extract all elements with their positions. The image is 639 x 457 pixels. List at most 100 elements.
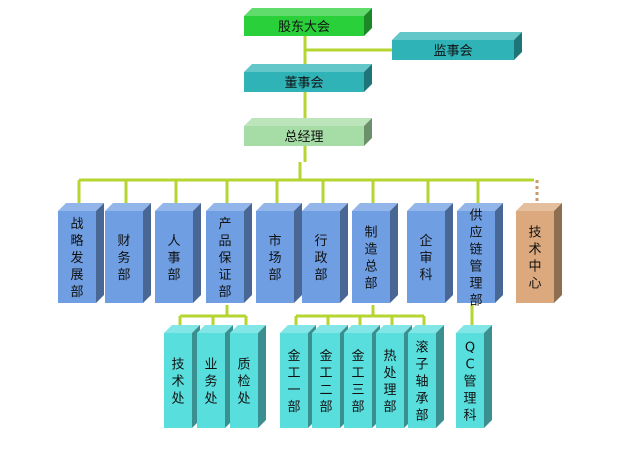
box-side-face <box>340 203 348 303</box>
box-label: 供应链管理部 <box>469 209 482 309</box>
box-label: 董事会 <box>284 76 323 91</box>
box-front-face <box>230 333 258 428</box>
box-side-face <box>436 325 444 428</box>
box-label: 监事会 <box>433 44 472 59</box>
box-front-face <box>344 333 372 428</box>
box-side-face <box>484 325 492 428</box>
subunit-roller: 滚子轴承部 <box>408 325 444 428</box>
box-front-face <box>105 211 143 303</box>
box-top-face <box>155 203 201 211</box>
box-side-face <box>193 203 201 303</box>
box-front-face <box>280 333 308 428</box>
box-label: 市场部 <box>268 233 281 283</box>
box-label: 技术处 <box>171 358 184 407</box>
department-mfg: 制造总部 <box>352 203 398 303</box>
box-label: 质检处 <box>237 358 250 407</box>
box-top-face <box>352 203 398 211</box>
box-side-face <box>364 64 372 92</box>
box-top-face <box>197 325 233 333</box>
box-label: 总经理 <box>284 130 323 145</box>
department-hr: 人事部 <box>155 203 201 303</box>
box-side-face <box>294 203 302 303</box>
box-front-face <box>244 126 364 146</box>
box-front-face <box>244 72 364 92</box>
subunit-heat: 热处理部 <box>376 325 412 428</box>
box-front-face <box>456 333 484 428</box>
box-side-face <box>514 32 522 60</box>
box-label: 制造总部 <box>364 226 377 292</box>
box-label: 热处理部 <box>383 349 396 415</box>
box-label: 产品保证部 <box>218 217 231 300</box>
box-label: 金工三部 <box>351 348 364 415</box>
box-side-face <box>445 203 453 303</box>
box-side-face <box>495 203 503 303</box>
box-top-face <box>312 325 348 333</box>
box-top-face <box>206 203 252 211</box>
box-label: 金工一部 <box>287 348 300 415</box>
box-front-face <box>155 211 193 303</box>
box-front-face <box>392 40 514 60</box>
department-scm: 供应链管理部 <box>457 203 503 309</box>
box-top-face <box>408 325 444 333</box>
box-top-face <box>516 203 562 211</box>
box-front-face <box>164 333 192 428</box>
box-front-face <box>408 333 436 428</box>
department-admin: 行政部 <box>302 203 348 303</box>
box-label: 滚子轴承部 <box>415 340 428 424</box>
box-label: 人事部 <box>167 234 180 283</box>
department-finance: 财务部 <box>105 203 151 303</box>
box-top-face <box>407 203 453 211</box>
box-front-face <box>407 211 445 303</box>
box-top-face <box>302 203 348 211</box>
box-front-face <box>302 211 340 303</box>
box-side-face <box>96 203 104 303</box>
box-top-face <box>456 325 492 333</box>
box-label: 战略发展部 <box>70 217 83 300</box>
box-label: 金工二部 <box>319 348 332 415</box>
box-label: 行政部 <box>314 234 327 283</box>
box-supervisors: 监事会 <box>392 32 522 60</box>
box-front-face <box>352 211 390 303</box>
box-top-face <box>457 203 503 211</box>
box-top-face <box>376 325 412 333</box>
subunit-qa-insp: 质检处 <box>230 325 266 428</box>
box-side-face <box>390 203 398 303</box>
box-side-face <box>364 118 372 146</box>
box-side-face <box>364 8 372 36</box>
department-tech: 技术中心 <box>516 203 562 303</box>
box-top-face <box>230 325 266 333</box>
box-top-face <box>244 8 372 16</box>
box-top-face <box>164 325 200 333</box>
box-front-face <box>376 333 404 428</box>
box-label: 财务部 <box>117 234 130 283</box>
subunit-metal-1: 金工一部 <box>280 325 316 428</box>
box-front-face <box>244 16 364 36</box>
box-front-face <box>312 333 340 428</box>
box-front-face <box>206 211 244 303</box>
box-front-face <box>256 211 294 303</box>
box-side-face <box>244 203 252 303</box>
box-front-face <box>58 211 96 303</box>
box-label: 企审科 <box>419 233 432 283</box>
department-marketing: 市场部 <box>256 203 302 303</box>
box-side-face <box>554 203 562 303</box>
box-top-face <box>244 64 372 72</box>
box-top-face <box>256 203 302 211</box>
box-top-face <box>392 32 522 40</box>
box-shareholders: 股东大会 <box>244 8 372 36</box>
department-strategy: 战略发展部 <box>58 203 104 303</box>
box-side-face <box>143 203 151 303</box>
box-label: 业务处 <box>204 358 217 407</box>
box-top-face <box>280 325 316 333</box>
box-front-face <box>457 211 495 303</box>
connector-lines <box>77 35 539 330</box>
box-gm: 总经理 <box>244 118 372 146</box>
subunit-metal-2: 金工二部 <box>312 325 348 428</box>
department-qa: 产品保证部 <box>206 203 252 303</box>
box-board: 董事会 <box>244 64 372 92</box>
box-top-face <box>344 325 380 333</box>
